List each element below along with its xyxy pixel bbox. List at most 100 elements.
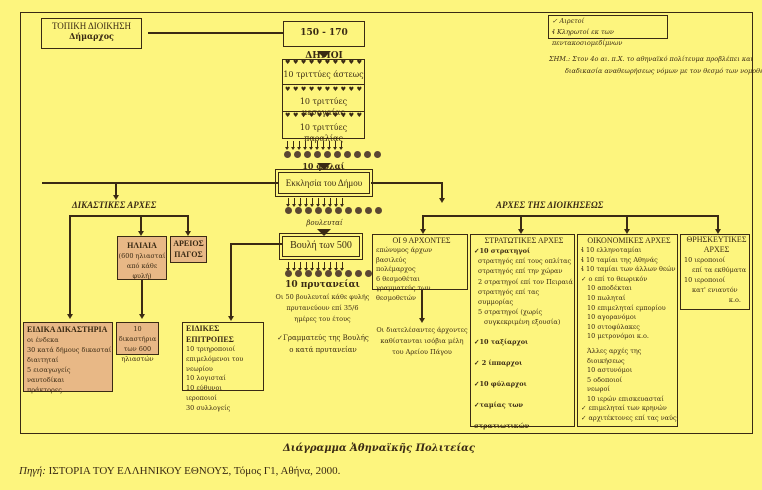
- connector-line: [422, 215, 424, 231]
- trittys-row: ♥♥♥♥♥♥♥♥♥♥10 τριττύες παραλίας: [282, 112, 365, 144]
- list-item: ιεροποιοί: [186, 393, 217, 402]
- bouleutai-label: βουλευταί: [306, 219, 343, 227]
- list-item: 10 ιεροποιοί: [684, 256, 726, 264]
- religious-box: ΘΡΗΣΚΕΥΤΙΚΕΣ ΑΡΧΕΣ 10 ιεροποιοί επί τα εκ…: [680, 234, 750, 310]
- list-item: 6 θεσμοθέται: [376, 274, 420, 283]
- connector-line: [717, 215, 719, 231]
- list-item: ✓ταμίας των στρατιωτικών: [474, 400, 530, 430]
- arrow-down-icon: [518, 229, 524, 234]
- areios-pagos-box: ΑΡΕΙΟΣ ΠΑΓΟΣ: [170, 236, 207, 263]
- allot-icon: ɬ: [552, 28, 555, 36]
- note-line-2: διαδικασία αναθεωρήσεως νόμων με τον θεσ…: [565, 67, 762, 75]
- list-item: ✓10 στρατηγοί: [474, 247, 531, 255]
- connector-line: [42, 182, 278, 184]
- text-label: 10 τριττύες άστεως: [283, 70, 364, 79]
- archons-note: Οι διατελέσαντες άρχοντες καθίστανται ισό…: [372, 325, 472, 358]
- list-item: 10 εύθυνοι: [186, 384, 222, 393]
- arrow-down-icon: [624, 229, 630, 234]
- connector-line: [421, 290, 423, 320]
- text-label: Οι 50 βουλευταί κάθε φυλής: [275, 293, 370, 301]
- list-item: 30 συλλογείς: [186, 403, 231, 412]
- text-label: (600 ηλιασταί: [118, 252, 166, 260]
- text-label: ΣΤΡΑΤΩΤΙΚΕΣ ΑΡΧΕΣ: [484, 236, 564, 245]
- arrow-down-icon: [138, 231, 144, 236]
- text-label: ΕΙΔΙΚΑ ΔΙΚΑΣΤΗΡΙΑ: [27, 325, 108, 334]
- list-item: επιμελόμενοι του νεωρίου: [186, 354, 244, 373]
- connector-line: [371, 182, 442, 184]
- local-gov-box: ΤΟΠΙΚΗ ΔΙΟΙΚΗΣΗ Δήμαρχος: [41, 18, 142, 49]
- text-label: ✓Γραμματεύς της Βουλής: [277, 334, 369, 342]
- admin-heading: ΑΡΧΕΣ ΤΗΣ ΔΙΟΙΚΗΣΕΩΣ: [496, 200, 604, 210]
- list-item: στρατηγός επί τας συμμορίας: [478, 287, 540, 307]
- text-label: ΟΙ 9 ΑΡΧΟΝΤΕΣ: [392, 236, 451, 245]
- arrow-down-icon: [317, 51, 331, 58]
- text-label: ηλιαστών: [121, 355, 154, 363]
- trittys-row: ♥♥♥♥♥♥♥♥♥♥10 τριττύες άστεως: [282, 59, 365, 85]
- list-item: 10 τριηροποιοί: [186, 345, 236, 353]
- prytaneiai-label: 10 πρυτανείαι: [285, 280, 360, 290]
- list-item: 2 στρατηγοί επί τον Πειραιά: [478, 277, 573, 286]
- list-item: πράκτορες: [27, 386, 62, 394]
- list-item: επί τα εκθύματα: [692, 266, 747, 274]
- list-item: κ.ο.: [728, 296, 741, 304]
- list-item: ✓ αρχιτέκτονες επί τας ναύς: [581, 413, 677, 422]
- list-item: 10 ιερών επισκευασταί: [587, 394, 664, 403]
- judicial-heading: ΔΙΚΑΣΤΙΚΕΣ ΑΡΧΕΣ: [72, 200, 157, 210]
- text-label: ημέρες του έτους: [294, 315, 351, 323]
- note-line-1: ΣΗΜ.: Στον 4ο αι. π.Χ. το αθηναϊκό πολίτ…: [549, 55, 754, 63]
- connector-line: [422, 215, 718, 217]
- connector-line: [230, 243, 282, 245]
- legend-allotted: ɬ Κληρωτοί εκ των πεντακοσιομεδίμνων: [552, 27, 667, 49]
- phylai-dots: [284, 151, 381, 158]
- text-label: πρυτανεύουν επί 35/6: [286, 304, 359, 312]
- list-item: 10 ιεροποιοί: [684, 276, 726, 284]
- text-label: Οι διατελέσαντες άρχοντες: [376, 326, 468, 334]
- list-item: διαιτηταί: [27, 356, 59, 364]
- trittys-row: ♥♥♥♥♥♥♥♥♥♥10 τριττύες μεσογαίας: [282, 86, 365, 117]
- connector-line: [520, 215, 522, 231]
- ekklesia-label: Εκκλησία του Δήμου: [285, 178, 363, 188]
- local-gov-title: ΤΟΠΙΚΗ ΔΙΟΙΚΗΣΗ: [51, 21, 132, 31]
- connector-line: [69, 215, 189, 217]
- diagram-frame: [20, 12, 753, 434]
- text-label: καθίστανται ισόβια μέλη: [380, 337, 464, 345]
- arrow-down-icon: [317, 229, 331, 236]
- list-item: στρατηγός επί την χώραν: [478, 267, 563, 276]
- list-item: ɬ 10 ταμίαι της Αθηνάς: [581, 255, 658, 264]
- arrow-down-icon: [715, 229, 721, 234]
- list-item: συγκεκριμένη εξουσία): [484, 318, 561, 327]
- list-item: 10 αποδέκται: [587, 284, 632, 293]
- list-item: ✓10 φύλαρχοι: [474, 379, 527, 388]
- trittyes-box: [282, 59, 365, 139]
- list-item: 10 σιτοφύλακες: [587, 322, 640, 331]
- arrow-down-icon: [113, 195, 119, 200]
- text-label: ΘΡΗΣΚΕΥΤΙΚΕΣ: [686, 235, 747, 244]
- list-item: βασιλεύς: [376, 255, 407, 264]
- list-item: 10 αστυνόμοι: [587, 365, 633, 374]
- list-item: 10 επιμεληταί εμπορίου: [587, 303, 666, 312]
- arrow-down-icon: [67, 314, 73, 319]
- religious-list: 10 ιεροποιοί επί τα εκθύματα 10 ιεροποιοί κ…: [684, 255, 749, 305]
- arrow-down-icon: [439, 198, 445, 203]
- boule-desc: Οι 50 βουλευταί κάθε φυλής πρυτανεύουν επ…: [270, 292, 375, 325]
- list-item: ✓ επιμεληταί των κρηνών: [581, 404, 667, 413]
- list-item: 5 στρατηγοί (χωρίς: [478, 308, 543, 317]
- text-label: Αιρετοί: [559, 17, 585, 25]
- connector-line: [187, 215, 189, 233]
- text-label: ο κατά πρυτανείαν: [289, 345, 357, 354]
- local-gov-subtitle: Δήμαρχος: [69, 31, 114, 41]
- prytaneiai-dots: [285, 270, 382, 277]
- text-label: 10 δικαστήρια: [118, 325, 157, 343]
- text-label: του Αρείου Πάγου: [392, 348, 452, 356]
- text-label: ΑΡΧΕΣ: [703, 245, 730, 254]
- military-extra-list: ✓10 ταξίαρχοι✓ 2 ίππαρχοι✓10 φύλαρχοι✓τα…: [474, 332, 574, 437]
- arrows-to-prytaneiai: [286, 262, 344, 271]
- list-item: γραμματεύς των θεσμοθετών: [376, 284, 431, 302]
- list-item: επώνυμος άρχων: [376, 246, 433, 254]
- arrow-down-icon: [419, 318, 425, 323]
